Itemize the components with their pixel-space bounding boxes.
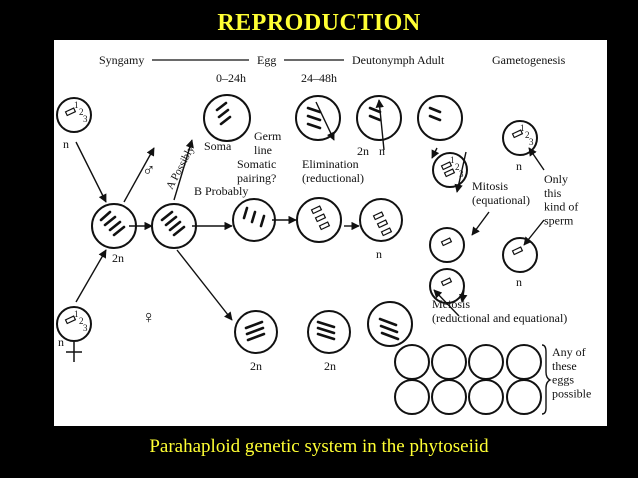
diagram-panel: Syngamy Egg Deutonymph Adult Gametogenes… [54, 40, 607, 426]
chromosome-number: 2 [525, 130, 530, 140]
chromosome-number: 3 [529, 137, 534, 147]
time-0-24h: 0–24h [216, 71, 246, 85]
label-mitosis: Mitosis(equational) [472, 179, 530, 207]
label-elimination: Elimination(reductional) [302, 157, 364, 185]
ploidy-label: n [58, 335, 64, 349]
ploidy-label: 2n [324, 359, 336, 373]
ploidy-label: n [376, 247, 382, 261]
female-cross-mark [66, 342, 82, 362]
ploidy-label: n [379, 144, 385, 158]
chromosome-number-tags: 1 2 3 1 2 3 1 2 3 1 2 3 [74, 100, 534, 333]
chromosome-number: 3 [459, 169, 464, 179]
ploidy-labels: n 2n n 2n n n n n 2n 2n [58, 137, 522, 373]
ploidy-label: n [516, 159, 522, 173]
arrows [75, 99, 545, 321]
male-symbol: ♂ [142, 160, 156, 180]
chromosomes [99, 101, 442, 342]
chromosome-number: 2 [79, 107, 84, 117]
label-soma: Soma [204, 139, 232, 153]
brace [541, 344, 552, 415]
chromosome-number: 1 [450, 155, 455, 165]
time-24-48h: 24–48h [301, 71, 337, 85]
chromosome-number: 2 [79, 316, 84, 326]
label-meiosis: Meiosis(reductional and equational) [432, 297, 567, 325]
stage-deutonymph-adult: Deutonymph Adult [352, 53, 445, 67]
stage-gametogenesis: Gametogenesis [492, 53, 566, 67]
stage-syngamy: Syngamy [99, 53, 144, 67]
ploidy-label: n [63, 137, 69, 151]
ploidy-label: 2n [357, 144, 369, 158]
ploidy-label: 2n [112, 251, 124, 265]
female-symbol: ♀ [142, 307, 156, 327]
cells [56, 94, 542, 415]
label-b-probably: B Probably [194, 184, 248, 198]
slide-caption: Parahaploid genetic system in the phytos… [149, 436, 489, 457]
chromosome-number: 3 [83, 114, 88, 124]
slide-title: REPRODUCTION [217, 10, 421, 36]
stage-egg: Egg [257, 53, 276, 67]
label-a-possibly: A Possibly [164, 144, 197, 192]
chromosome-number: 1 [74, 100, 79, 110]
chromosome-number: 1 [520, 123, 525, 133]
ploidy-label: n [516, 275, 522, 289]
chromosome-number: 3 [83, 323, 88, 333]
chromosome-number: 1 [74, 309, 79, 319]
chromosome-number: 2 [455, 162, 460, 172]
reproduction-diagram: Syngamy Egg Deutonymph Adult Gametogenes… [56, 53, 591, 415]
chromosome-outlines [64, 107, 524, 325]
ploidy-label: 2n [250, 359, 262, 373]
